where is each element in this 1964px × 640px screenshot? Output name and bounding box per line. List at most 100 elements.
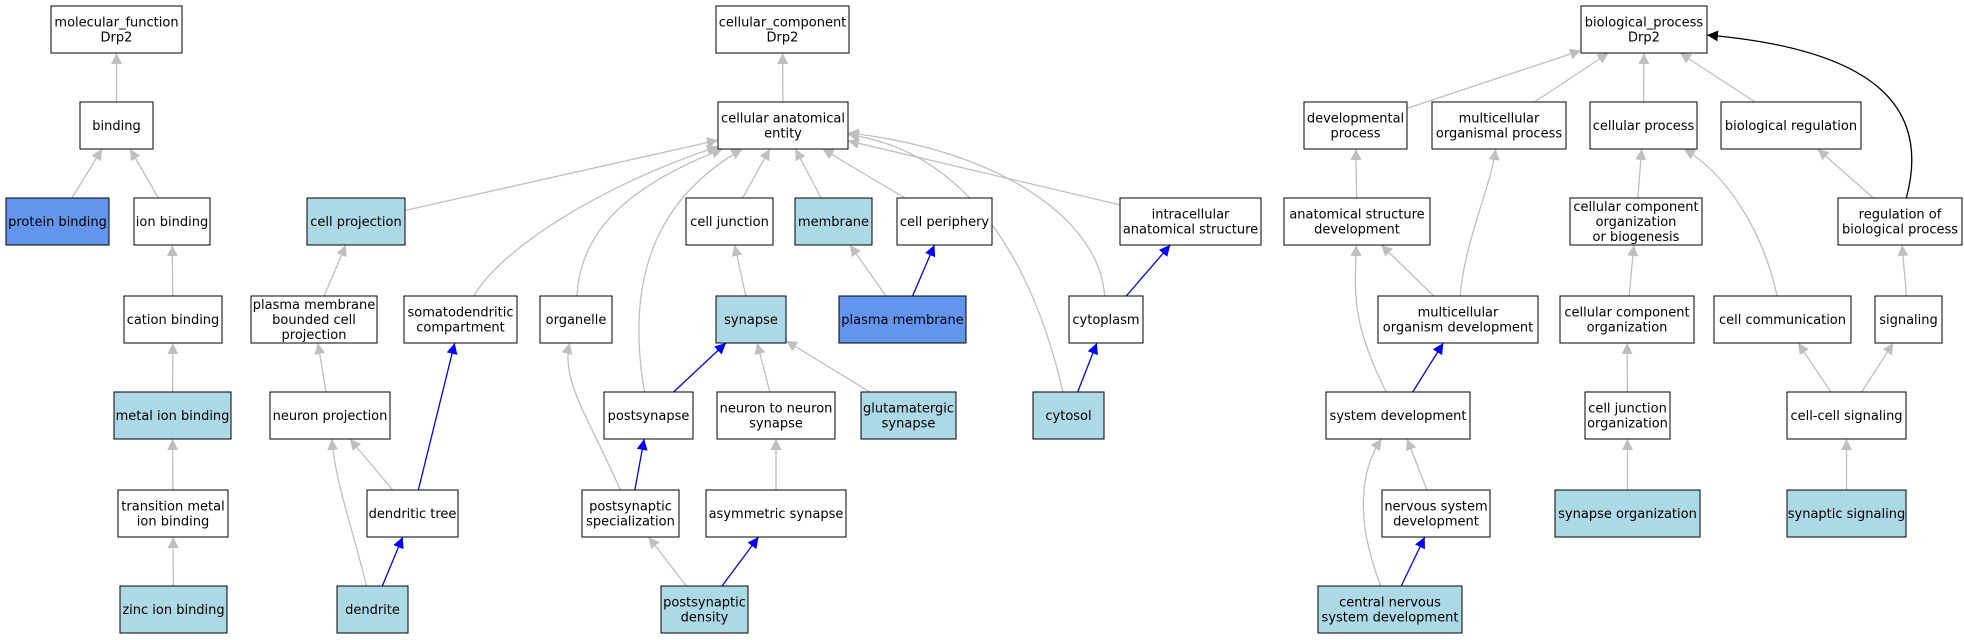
node-label: intracellular [1152, 208, 1230, 223]
node-zinc-ion-binding[interactable]: zinc ion binding [119, 585, 228, 634]
edge-somatodendritic-to-cae [473, 144, 719, 297]
node-label: organization [1587, 417, 1668, 432]
node-cell-periphery[interactable]: cell periphery [896, 197, 993, 246]
node-box [1569, 197, 1703, 246]
node-protein-binding[interactable]: protein binding [5, 197, 110, 246]
edge-dendritic-tree-to-somatodendritic [417, 342, 458, 491]
node-synapse-org[interactable]: synapse organization [1554, 489, 1701, 538]
node-cell-communication[interactable]: cell communication [1713, 295, 1852, 344]
node-dendrite[interactable]: dendrite [336, 585, 409, 634]
edge-dendrite-to-dendritic-tree [381, 536, 404, 587]
node-signaling[interactable]: signaling [1874, 295, 1943, 344]
edge-cc-org-biogenesis-to-cellular-process [1635, 148, 1647, 199]
node-box [50, 5, 183, 54]
node-label: cell junction [690, 215, 769, 230]
node-box [539, 295, 613, 344]
node-membrane[interactable]: membrane [794, 197, 873, 246]
node-synaptic-signaling[interactable]: synaptic signaling [1786, 489, 1907, 538]
node-box [685, 197, 774, 246]
node-organelle[interactable]: organelle [539, 295, 613, 344]
edge-postsyn-spec-to-organelle [561, 342, 621, 491]
edge-cytosol-to-cytoplasm [1077, 342, 1098, 393]
node-label: plasma membrane [841, 313, 964, 328]
edge-system-dev-to-multi-org-dev [1412, 342, 1444, 393]
edge-reg-bio-process-to-bp-root [1706, 30, 1913, 199]
node-bio-regulation[interactable]: biological regulation [1720, 101, 1862, 150]
node-box [123, 295, 223, 344]
node-label: density [681, 611, 729, 626]
node-box [860, 391, 957, 440]
node-cytosol[interactable]: cytosol [1032, 391, 1105, 440]
node-cell-cell-signaling[interactable]: cell-cell signaling [1786, 391, 1907, 440]
node-cell-junction[interactable]: cell junction [685, 197, 774, 246]
edge-dendritic-tree-to-neuron-projection [349, 438, 394, 491]
node-label: glutamatergic [863, 402, 954, 417]
node-box [403, 295, 518, 344]
node-label: biological regulation [1725, 119, 1857, 134]
node-label: membrane [798, 215, 869, 230]
node-box [715, 5, 850, 54]
node-label: cell periphery [900, 215, 990, 230]
node-ion-binding[interactable]: ion binding [133, 197, 211, 246]
node-dendritic-tree[interactable]: dendritic tree [366, 489, 459, 538]
node-label: metal ion binding [116, 409, 230, 424]
node-metal-ion-binding[interactable]: metal ion binding [113, 391, 232, 440]
node-label: synapse organization [1558, 507, 1697, 522]
node-neuron-projection[interactable]: neuron projection [269, 391, 391, 440]
node-box [366, 489, 459, 538]
node-cytoplasm[interactable]: cytoplasm [1068, 295, 1144, 344]
node-label: cellular anatomical [721, 112, 845, 127]
node-box [715, 295, 787, 344]
node-synapse[interactable]: synapse [715, 295, 787, 344]
node-label: Drp2 [101, 31, 133, 46]
node-label: organization [1587, 321, 1668, 336]
edge-synapse-to-cell-junction [731, 244, 747, 297]
node-cellular-process[interactable]: cellular process [1589, 101, 1698, 150]
node-postsynapse[interactable]: postsynapse [603, 391, 694, 440]
node-box [896, 197, 993, 246]
node-box [1068, 295, 1144, 344]
node-box [1786, 489, 1907, 538]
node-system-dev[interactable]: system development [1325, 391, 1471, 440]
node-box [660, 585, 749, 634]
node-label: cation binding [127, 313, 220, 328]
node-label: synapse [882, 417, 936, 432]
node-box [838, 295, 967, 344]
node-box [581, 489, 680, 538]
node-box [1584, 391, 1671, 440]
node-plasma-membrane[interactable]: plasma membrane [838, 295, 967, 344]
node-binding[interactable]: binding [79, 101, 154, 150]
node-asym-synapse[interactable]: asymmetric synapse [705, 489, 847, 538]
node-cell-projection[interactable]: cell projection [306, 197, 406, 246]
node-label: compartment [416, 321, 504, 336]
node-cation-binding[interactable]: cation binding [123, 295, 223, 344]
node-box [250, 295, 378, 344]
edge-cytoplasm-to-cae [847, 128, 1106, 297]
node-box [1720, 101, 1862, 150]
edge-neuron-to-neuron-to-synapse [754, 342, 771, 393]
node-box [603, 391, 694, 440]
